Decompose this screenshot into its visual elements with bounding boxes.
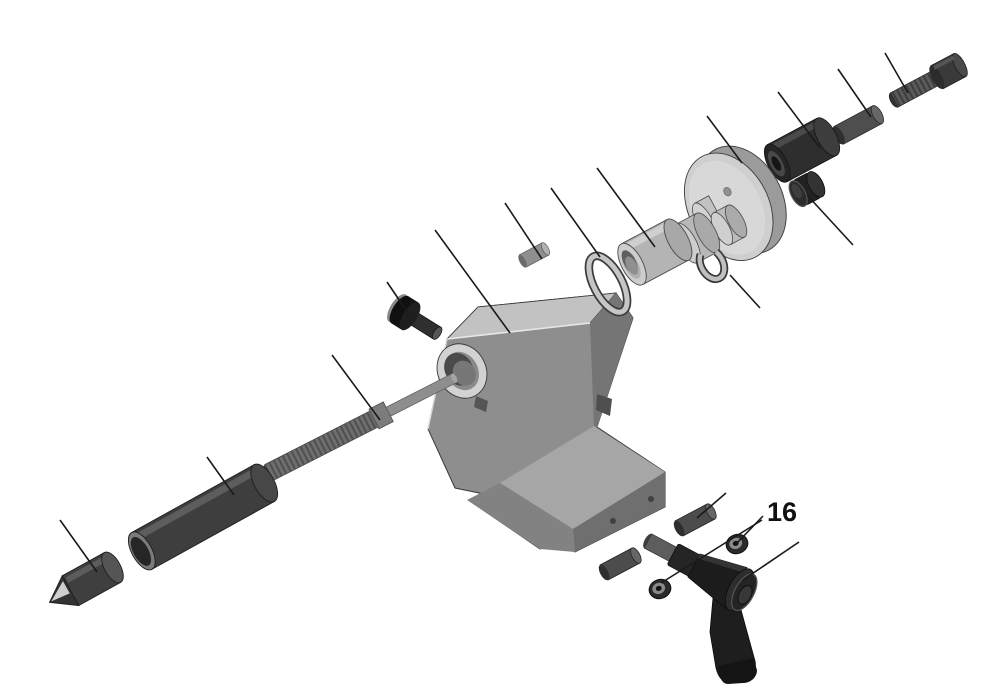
leader-socket-head-bolt xyxy=(884,52,909,94)
leader-c-clip xyxy=(729,274,761,309)
leader-base-pin-upper xyxy=(696,492,727,519)
dead-center xyxy=(48,551,124,607)
leader-cap-knob xyxy=(806,194,854,246)
leader-lock-nut-lower xyxy=(660,519,763,584)
cap-knob xyxy=(788,171,826,208)
bushing xyxy=(617,218,693,286)
dark-cylinder xyxy=(763,117,841,183)
leader-thumb-screw xyxy=(386,281,409,314)
collar xyxy=(710,204,748,246)
retaining-ring xyxy=(584,251,632,317)
leader-lines xyxy=(59,52,909,584)
leader-lock-nut-upper xyxy=(734,515,764,546)
leader-tailstock-body xyxy=(434,229,511,334)
socket-head-bolt xyxy=(888,52,968,108)
leader-bushing xyxy=(596,167,656,248)
small-pin xyxy=(518,242,551,268)
leader-handwheel-flange xyxy=(706,115,743,164)
callout-label-16: 16 xyxy=(767,497,797,527)
handle-nut xyxy=(737,585,753,605)
leader-clamp-handle xyxy=(742,541,800,581)
clamp-handle xyxy=(643,533,758,684)
flange-hole xyxy=(723,186,732,197)
leader-dark-cylinder xyxy=(777,91,821,149)
leader-small-pin xyxy=(504,202,543,260)
handle-grip-skirt xyxy=(718,658,757,684)
base-pin-lower xyxy=(598,547,642,581)
thumb-screw xyxy=(387,294,443,340)
base-hole xyxy=(610,518,616,524)
leader-dead-center xyxy=(59,519,98,573)
lock-nut-lower xyxy=(648,578,672,600)
base-hole xyxy=(648,496,654,502)
c-clip xyxy=(695,244,729,284)
leader-retaining-ring xyxy=(550,187,601,258)
leader-stud-pin xyxy=(837,68,872,118)
leader-quill-sleeve xyxy=(206,456,235,496)
leader-threaded-spindle xyxy=(331,354,381,421)
base-pin-upper xyxy=(673,503,717,537)
tailstock-body xyxy=(427,292,666,553)
quill-sleeve xyxy=(127,463,279,571)
